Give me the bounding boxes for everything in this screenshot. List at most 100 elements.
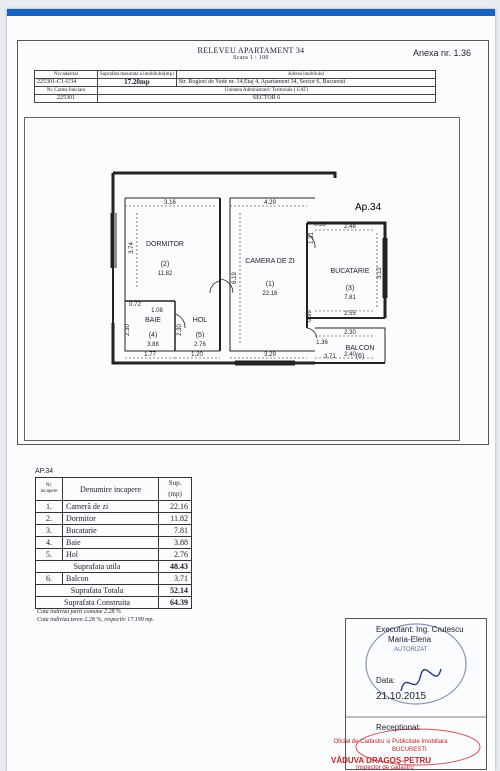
- inspector-name: VĂDUVA DRAGOŞ-PETRU: [331, 756, 432, 765]
- cota-teren: Cota indiviza teren 2.28 %, respectiv 17…: [37, 617, 155, 623]
- dim-d10: 0.72: [129, 302, 141, 308]
- cota-parti-comune: Cota indiviza parti comune 2.28 %: [37, 609, 121, 615]
- balcon-name: Balcon: [62, 572, 159, 585]
- hdr-uat-label: Unitatea Administrativ Teritoriala ( UAT…: [97, 86, 436, 95]
- data-label: Data:: [376, 676, 396, 685]
- row-name: Baie: [62, 536, 159, 549]
- room-name-dormitor: DORMITOR: [146, 241, 184, 248]
- row-name: Hol: [62, 548, 159, 561]
- row-area: 7.81: [158, 524, 192, 537]
- room-area-balcon: 3.71: [324, 354, 336, 360]
- row-name: Dormitor: [62, 512, 159, 525]
- office-name: Oficial de Cadastru si Publicitate Imobi…: [333, 739, 448, 745]
- table-row: 6. Balcon 3.71: [35, 572, 192, 585]
- row-num: 1.: [35, 500, 63, 513]
- document-scale: Scara 1 : 100: [233, 55, 269, 61]
- row-area: 3.88: [158, 536, 192, 549]
- inspector-title: Inspector de cadastru: [356, 765, 414, 771]
- rooms-h-num: Nr. incapere: [35, 477, 63, 501]
- room-name-baie: BAIE: [145, 317, 161, 324]
- table-row: 5. Hol 2.76: [35, 548, 192, 561]
- dim-d19: 2.40: [344, 352, 356, 358]
- dim-d6: 6.19: [232, 272, 238, 284]
- hdr-carte-label: Nr. Cartea funciara: [34, 86, 98, 95]
- hdr-carte-no: 225301: [34, 94, 98, 103]
- signature-box: Executant: Ing. Crutescu Maria-Elena AUT…: [331, 618, 487, 771]
- document-title: RELEVEU APARTAMENT 34: [197, 46, 305, 55]
- util-value: 48.43: [158, 560, 192, 573]
- hdr-address: Str. Rogiori de Vede nr. 14,Etaj 4, Apar…: [175, 78, 437, 87]
- stamp-word: AUTORIZAT: [394, 647, 428, 653]
- room-num-dormitor: (2): [161, 261, 170, 268]
- room-name-camera: CAMERA DE ZI: [245, 258, 294, 265]
- dim-d17: 1.20: [191, 352, 203, 358]
- table-row: 1. Camerã de zi 22.16: [35, 500, 192, 513]
- hdr-uat: SECTOR 6: [97, 94, 436, 103]
- row-area: 2.76: [158, 548, 192, 561]
- constr-label: Suprafata Construita: [35, 596, 159, 609]
- date-value: 21.10.2015: [376, 691, 427, 702]
- dim-d15: 2.30: [344, 330, 356, 336]
- annex-number: Anexa nr. 1.36: [412, 48, 471, 58]
- room-area-dormitor: 11.82: [158, 271, 173, 277]
- rooms-table: Nr. incapere Denumire incapere Sup.(mp) …: [35, 477, 192, 609]
- room-area-camera: 22.16: [262, 291, 278, 297]
- dim-d14: 0.99: [307, 310, 313, 322]
- room-area-bucatarie: 7.81: [344, 295, 356, 301]
- row-num: 3.: [35, 524, 63, 537]
- hdr-address-label: Adresa imobilului: [175, 70, 437, 79]
- row-name: Camerã de zi: [62, 500, 159, 513]
- row-num: 2.: [35, 512, 63, 525]
- dim-d2: 4.29: [264, 200, 276, 206]
- rooms-h-area: Sup.(mp): [158, 477, 192, 501]
- row-num: 4.: [35, 536, 63, 549]
- room-area-hol: 2.76: [194, 342, 206, 348]
- dim-d12: 2.30: [125, 324, 131, 336]
- dim-d8: 1.31: [309, 232, 315, 244]
- room-num-baie: (4): [149, 332, 158, 339]
- dim-d13: 2.30: [177, 324, 183, 336]
- table-row: 3. Bucatarie 7.81: [35, 524, 192, 537]
- balcon-area: 3.71: [158, 572, 192, 585]
- row-area: 11.82: [158, 512, 192, 525]
- hdr-cadastral-label: Nr.cadastral: [34, 70, 98, 79]
- dim-d7: 3.12: [377, 267, 383, 279]
- room-name-hol: HOL: [193, 317, 208, 324]
- receptionat-label: Receptionat:: [376, 723, 421, 732]
- executant-name: Maria-Elena: [388, 635, 432, 644]
- room-num-bucatarie: (3): [346, 285, 355, 292]
- office-city: BUCURESTI: [392, 747, 427, 753]
- plan-ap-label: Ap.34: [355, 202, 382, 213]
- room-name-bucatarie: BUCATARIE: [330, 268, 369, 275]
- hdr-cadastral-no: 225301-C1-U34: [34, 78, 98, 87]
- table-row: 4. Baie 3.88: [35, 536, 192, 549]
- row-name: Bucatarie: [62, 524, 159, 537]
- row-num: 5.: [35, 548, 63, 561]
- room-num-balcon: (6): [356, 353, 365, 360]
- balcon-num: 6.: [35, 572, 63, 585]
- signature-graphics: [346, 623, 486, 766]
- hdr-area: 17.20mp: [97, 78, 177, 87]
- executant-label: Executant: Ing. Crutescu: [376, 625, 464, 634]
- dim-d11: 1.08: [151, 308, 163, 314]
- row-area: 22.16: [158, 500, 192, 513]
- dim-d1: 3.16: [164, 200, 176, 206]
- rooms-table-ap-label: AP.34: [35, 468, 54, 475]
- util-label: Suprafata utila: [35, 560, 159, 573]
- room-num-hol: (5): [196, 332, 205, 339]
- header-table: Nr.cadastral Suprafata masurata a imobil…: [34, 70, 437, 103]
- total-value: 52.14: [158, 584, 192, 597]
- dim-d9: 2.55: [344, 311, 356, 317]
- total-label: Suprafata Totala: [35, 584, 159, 597]
- constr-value: 64.39: [158, 596, 192, 609]
- dim-d20: 1.36: [316, 340, 328, 346]
- rooms-h-name: Denumire incapere: [62, 477, 159, 501]
- dim-d16: 1.77: [144, 352, 156, 358]
- floor-plan: DORMITOR (2) 11.82 CAMERA DE ZI (1) 22.1…: [110, 171, 388, 366]
- dim-d18: 3.29: [264, 352, 276, 358]
- document-sheet: RELEVEU APARTAMENT 34 Scara 1 : 100 Anex…: [7, 9, 495, 771]
- dim-d4: 2.48: [344, 224, 356, 230]
- floor-plan-box: DORMITOR (2) 11.82 CAMERA DE ZI (1) 22.1…: [24, 117, 460, 441]
- plan-frame: [17, 40, 489, 445]
- table-row: 2. Dormitor 11.82: [35, 512, 192, 525]
